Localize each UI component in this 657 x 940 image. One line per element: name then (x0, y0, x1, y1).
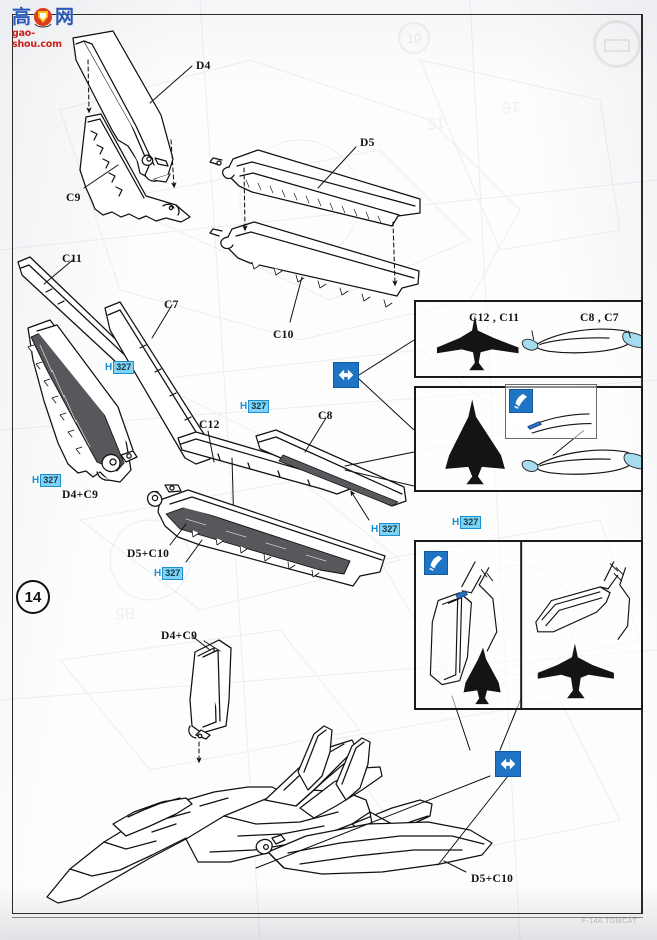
part-label-c9: C9 (66, 192, 81, 204)
double-arrow-glyph (335, 364, 357, 386)
svg-text:B5: B5 (115, 604, 135, 621)
part-c10-wing (209, 221, 420, 308)
part-c12-slat (177, 431, 351, 495)
option-panel-wing-deploy-detail (414, 540, 643, 710)
site-watermark: 高 网 gao-shou.com (12, 6, 80, 51)
paint-letter: H (32, 475, 40, 486)
option-swap-arrow-icon (333, 362, 359, 388)
glue-tube-glyph (426, 553, 446, 573)
glue-tube-icon (424, 551, 448, 575)
wings-swept-silhouette-art (445, 399, 641, 485)
part-label-c8: C8 (318, 410, 333, 422)
option-panel-wings-forward (414, 300, 643, 378)
panel-label-c8-c7: C8 , C7 (580, 312, 619, 324)
paint-number: 327 (379, 523, 401, 536)
paint-number: 327 (162, 567, 184, 580)
panel-label-c12-c11: C12 , C11 (469, 312, 520, 324)
part-label-c11: C11 (62, 253, 83, 265)
svg-text:A7: A7 (230, 801, 250, 818)
option-swap-arrow-icon (495, 751, 521, 777)
watermark-char-wang: 网 (55, 6, 75, 28)
part-label-d5: D5 (360, 137, 375, 149)
paint-number: 327 (40, 474, 62, 487)
part-label-d4-c9-mid: D4+C9 (62, 489, 99, 501)
assembly-d4-c9 (27, 319, 138, 483)
part-label-d5-c10-mid: D5+C10 (127, 548, 170, 560)
f14-final-assembly-view (46, 725, 493, 904)
part-c9-stabilizer (79, 113, 191, 223)
watermark-emblem-icon (32, 6, 54, 29)
paint-letter: H (240, 401, 248, 412)
double-arrow-glyph (497, 753, 519, 775)
watermark-char-gao: 高 (12, 6, 32, 28)
paint-number: 327 (113, 361, 135, 374)
svg-text:16: 16 (502, 98, 520, 115)
step-number-badge: 14 (16, 580, 50, 614)
part-d5-wing (209, 149, 421, 227)
paint-number: 327 (460, 516, 482, 529)
part-label-d4: D4 (196, 60, 211, 72)
part-label-d4-c9-low: D4+C9 (161, 630, 198, 642)
part-label-c7: C7 (164, 299, 179, 311)
wings-forward-silhouette-art (436, 315, 641, 371)
part-label-c12: C12 (199, 419, 220, 431)
paint-letter: H (371, 524, 379, 535)
part-label-d5-c10-low: D5+C10 (471, 873, 514, 885)
watermark-characters: 高 网 (12, 6, 74, 29)
assembly-d4-c9-on-airframe (188, 639, 232, 740)
glue-detail-art (527, 413, 592, 434)
svg-text:15: 15 (427, 114, 445, 131)
part-c11-slat (17, 256, 137, 369)
paint-letter: H (452, 517, 460, 528)
footer-rule (12, 917, 643, 918)
paint-letter: H (105, 362, 113, 373)
glue-tube-glyph (511, 391, 531, 411)
part-label-c10: C10 (273, 329, 294, 341)
paint-number: 327 (248, 400, 270, 413)
wing-deploy-detail-art (429, 542, 631, 708)
part-c7-slat (104, 301, 211, 465)
watermark-emblem-glyph (34, 8, 53, 28)
reverse-page-number-ghost: 10 (398, 22, 430, 54)
glue-tube-icon (509, 389, 533, 413)
watermark-url: gao-shou.com (12, 28, 62, 50)
corner-watermark-ghost (593, 20, 641, 68)
footer-note: F-14A TOMCAT (581, 918, 637, 925)
paint-letter: H (154, 568, 162, 579)
part-d4-stabilizer (72, 30, 174, 183)
part-c8-slat (255, 429, 407, 507)
